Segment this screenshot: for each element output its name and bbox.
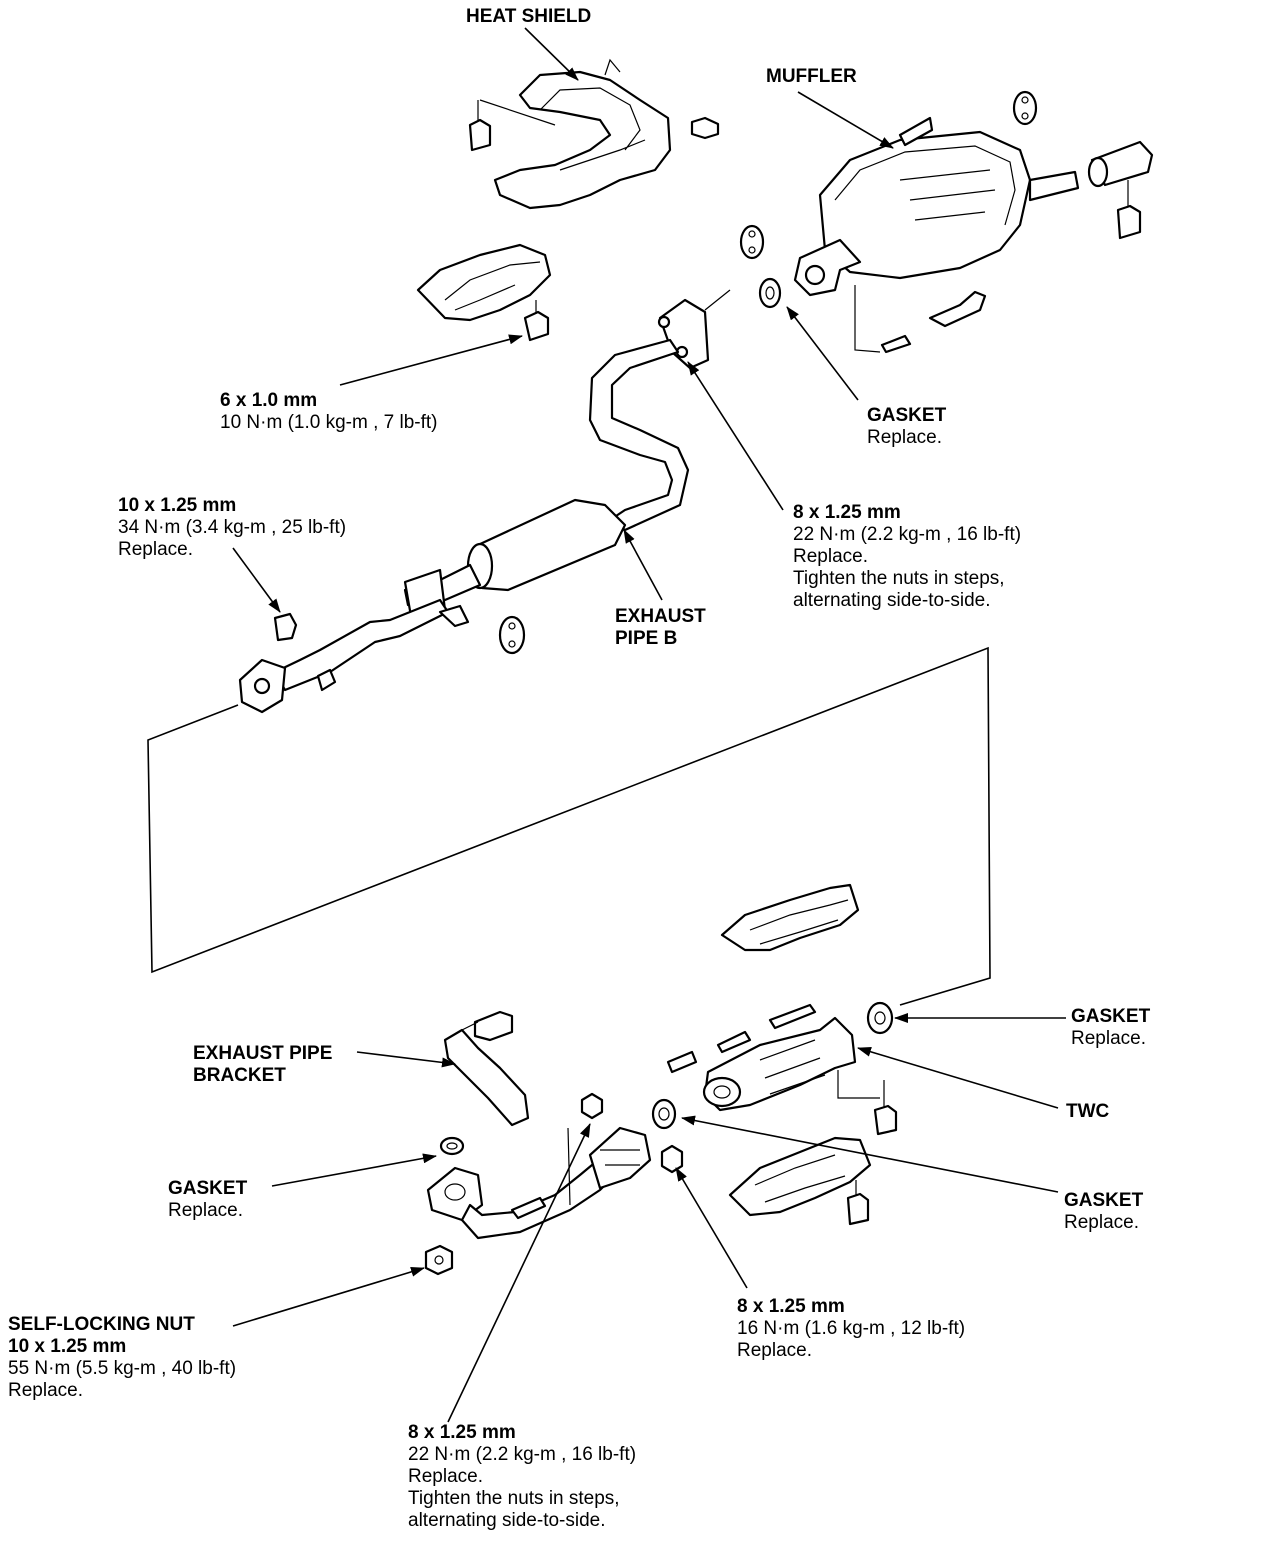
heat-shield-middle bbox=[416, 243, 552, 342]
label-title: GASKET bbox=[867, 405, 947, 426]
label-note: Replace. bbox=[737, 1340, 812, 1361]
label-bolt-8x1-25-lower: 8 x 1.25 mm 22 N·m (2.2 kg-m , 16 lb-ft)… bbox=[408, 1422, 636, 1532]
twc-part bbox=[666, 1001, 898, 1136]
label-title: 8 x 1.25 mm bbox=[408, 1422, 516, 1443]
label-title: MUFFLER bbox=[766, 66, 857, 87]
label-torque: 22 N·m (2.2 kg-m , 16 lb-ft) bbox=[793, 524, 1022, 545]
muffler-part bbox=[793, 116, 1080, 353]
label-title: SELF-LOCKING NUT bbox=[8, 1314, 195, 1335]
label-torque: 55 N·m (5.5 kg-m , 40 lb-ft) bbox=[8, 1358, 237, 1379]
label-note: Tighten the nuts in steps, bbox=[408, 1488, 620, 1509]
label-torque: 16 N·m (1.6 kg-m , 12 lb-ft) bbox=[737, 1318, 966, 1339]
label-title: HEAT SHIELD bbox=[466, 6, 592, 27]
label-title: 8 x 1.25 mm bbox=[793, 502, 901, 523]
label-note: Replace. bbox=[168, 1200, 243, 1221]
label-note: Replace. bbox=[8, 1380, 83, 1401]
label-note: Replace. bbox=[1071, 1028, 1146, 1049]
assembly-connector-lines bbox=[147, 646, 991, 1006]
heat-shield-lower-bottom bbox=[728, 1136, 872, 1226]
rubber-mounts bbox=[498, 90, 1038, 655]
label-torque: 10 N·m (1.0 kg-m , 7 lb-ft) bbox=[220, 412, 438, 433]
label-note: alternating side-to-side. bbox=[793, 590, 991, 611]
label-note: Replace. bbox=[867, 427, 942, 448]
label-torque: 22 N·m (2.2 kg-m , 16 lb-ft) bbox=[408, 1444, 637, 1465]
muffler-gasket-studs bbox=[758, 277, 987, 354]
label-muffler: MUFFLER bbox=[766, 66, 857, 88]
label-title: GASKET bbox=[1064, 1190, 1144, 1211]
label-note: Replace. bbox=[793, 546, 868, 567]
label-gasket-twc-lower: GASKET Replace. bbox=[1064, 1190, 1143, 1234]
heat-shield-upper bbox=[468, 58, 720, 210]
label-gasket-twc: GASKET Replace. bbox=[1071, 1006, 1150, 1050]
label-note: Replace. bbox=[118, 539, 193, 560]
label-heat-shield: HEAT SHIELD bbox=[466, 6, 591, 28]
label-note: Replace. bbox=[408, 1466, 483, 1487]
label-exhaust-pipe-b: EXHAUST PIPE B bbox=[615, 606, 706, 650]
leader-lines bbox=[232, 27, 1066, 1423]
label-twc: TWC bbox=[1066, 1101, 1109, 1123]
label-note: Replace. bbox=[1064, 1212, 1139, 1233]
label-title: 10 x 1.25 mm bbox=[118, 495, 237, 516]
label-title: GASKET bbox=[1071, 1006, 1151, 1027]
label-note: Tighten the nuts in steps, bbox=[793, 568, 1005, 589]
label-title: PIPE B bbox=[615, 628, 678, 649]
label-gasket-muffler: GASKET Replace. bbox=[867, 405, 946, 449]
exhaust-pipe-bracket-part bbox=[443, 1010, 530, 1127]
label-title: BRACKET bbox=[193, 1065, 286, 1086]
heat-shield-lower-top bbox=[720, 883, 860, 952]
label-bolt-8x1-25-upper: 8 x 1.25 mm 22 N·m (2.2 kg-m , 16 lb-ft)… bbox=[793, 502, 1021, 612]
label-gasket-front-pipe: GASKET Replace. bbox=[168, 1178, 247, 1222]
label-self-locking-nut: SELF-LOCKING NUT 10 x 1.25 mm 55 N·m (5.… bbox=[8, 1314, 236, 1402]
label-title: 10 x 1.25 mm bbox=[8, 1336, 127, 1357]
front-pipe-part bbox=[426, 1126, 652, 1240]
label-bolt-8x1-25-mid: 8 x 1.25 mm 16 N·m (1.6 kg-m , 12 lb-ft)… bbox=[737, 1296, 965, 1362]
label-title: TWC bbox=[1066, 1101, 1110, 1122]
label-exhaust-pipe-bracket: EXHAUST PIPE BRACKET bbox=[193, 1043, 332, 1087]
label-bolt-6x1-0: 6 x 1.0 mm 10 N·m (1.0 kg-m , 7 lb-ft) bbox=[220, 390, 438, 434]
label-title: EXHAUST PIPE bbox=[193, 1043, 333, 1064]
label-title: 6 x 1.0 mm bbox=[220, 390, 318, 411]
label-bolt-10x1-25-upper: 10 x 1.25 mm 34 N·m (3.4 kg-m , 25 lb-ft… bbox=[118, 495, 346, 561]
tail-pipe-finisher bbox=[1087, 140, 1154, 240]
label-title: EXHAUST bbox=[615, 606, 706, 627]
label-torque: 34 N·m (3.4 kg-m , 25 lb-ft) bbox=[118, 517, 347, 538]
label-title: 8 x 1.25 mm bbox=[737, 1296, 845, 1317]
exhaust-pipe-b-part bbox=[238, 289, 731, 714]
lower-gaskets-nuts bbox=[424, 1092, 684, 1276]
label-title: GASKET bbox=[168, 1178, 248, 1199]
label-note: alternating side-to-side. bbox=[408, 1510, 606, 1531]
